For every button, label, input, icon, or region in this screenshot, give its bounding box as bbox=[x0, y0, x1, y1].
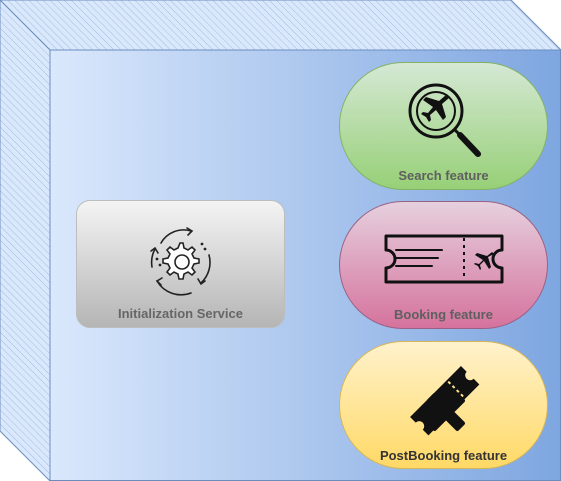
search-feature-node[interactable]: Search feature bbox=[339, 62, 548, 190]
booking-feature-node[interactable]: Booking feature bbox=[339, 201, 548, 329]
postbooking-feature-node[interactable]: PostBooking feature bbox=[339, 341, 548, 469]
container-top-face bbox=[0, 0, 561, 51]
booking-feature-label: Booking feature bbox=[394, 307, 493, 322]
flight-ticket-icon bbox=[384, 234, 504, 284]
search-feature-label: Search feature bbox=[398, 168, 489, 183]
cancel-ticket-icon bbox=[410, 366, 480, 436]
initialization-service-node[interactable]: Initialization Service bbox=[76, 200, 285, 328]
magnifier-airplane-icon bbox=[408, 83, 481, 157]
initialization-service-label: Initialization Service bbox=[118, 306, 243, 321]
gear-cycle-icon bbox=[150, 227, 211, 296]
container-left-face bbox=[0, 0, 51, 481]
postbooking-feature-label: PostBooking feature bbox=[379, 448, 508, 463]
